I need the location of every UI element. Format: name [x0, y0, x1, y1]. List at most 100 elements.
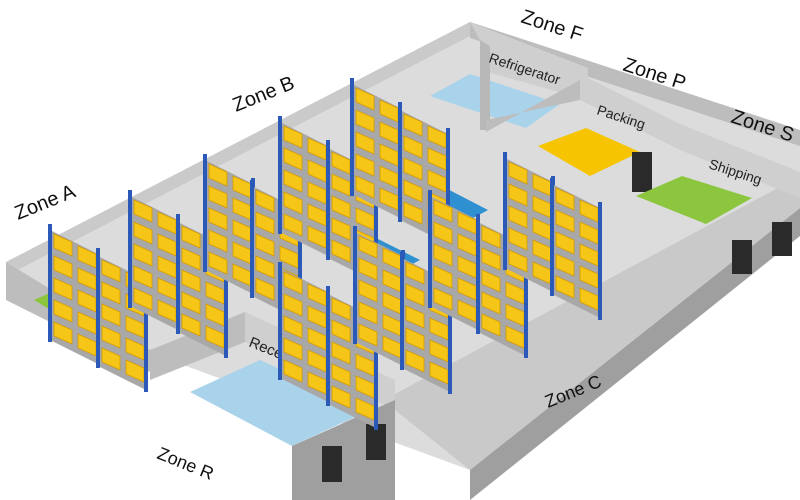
box [208, 163, 228, 187]
pallet-racks [48, 78, 602, 430]
box [405, 305, 425, 329]
rack-upright [128, 190, 132, 308]
rack-upright [144, 274, 148, 392]
box [355, 175, 375, 199]
rack-upright [598, 202, 602, 320]
rack-upright [224, 240, 228, 358]
box [133, 243, 153, 267]
box [133, 265, 153, 289]
rack-upright [446, 128, 450, 246]
box [555, 275, 575, 299]
dock-door-icon [732, 240, 752, 274]
box [101, 347, 121, 371]
pallet-rack-icon [400, 252, 452, 394]
box [208, 229, 228, 253]
box [181, 247, 201, 271]
box [283, 169, 303, 193]
receiving-floor [190, 360, 370, 446]
box [101, 325, 121, 349]
packing-room: Packing [486, 74, 680, 192]
box [433, 221, 453, 245]
box [481, 291, 501, 315]
box [255, 211, 275, 235]
box [283, 191, 303, 215]
front-wall-right [470, 208, 800, 500]
zone-a-label: Zone A [12, 180, 80, 224]
box [208, 207, 228, 231]
box [133, 221, 153, 245]
box [555, 209, 575, 233]
box [405, 261, 425, 285]
box [283, 271, 303, 295]
box [555, 231, 575, 255]
box [181, 313, 201, 337]
box [508, 205, 528, 229]
rack-upright [353, 226, 357, 344]
box [133, 199, 153, 223]
box [53, 321, 73, 345]
rack-upright [96, 250, 100, 368]
box [405, 349, 425, 373]
refrigerator-sidewall [480, 40, 490, 130]
rack-upright [550, 178, 554, 296]
box [355, 131, 375, 155]
rack-upright [524, 240, 528, 358]
box [331, 239, 351, 263]
box [53, 233, 73, 257]
dock-door-icon [366, 424, 386, 460]
shipping-wall [680, 124, 800, 198]
box [283, 125, 303, 149]
packing-wall [580, 74, 680, 150]
box [355, 109, 375, 133]
box [208, 185, 228, 209]
box [481, 247, 501, 271]
box [358, 257, 378, 281]
rack-upright [278, 116, 282, 234]
box [481, 225, 501, 249]
box [508, 249, 528, 273]
box [181, 291, 201, 315]
box [433, 199, 453, 223]
box [283, 147, 303, 171]
box [255, 189, 275, 213]
rack-upright [203, 154, 207, 272]
box [53, 299, 73, 323]
rack-upright [448, 276, 452, 394]
rack-upright [428, 190, 432, 308]
box [508, 161, 528, 185]
pallet-rack-icon [128, 190, 180, 332]
dock-door-icon [322, 446, 342, 482]
packing-floor [538, 128, 640, 176]
packing-sidewall [486, 80, 580, 132]
pallet-rack-icon [550, 178, 602, 320]
box [403, 179, 423, 203]
box [355, 87, 375, 111]
box [255, 277, 275, 301]
box [433, 243, 453, 267]
box [53, 277, 73, 301]
box [283, 337, 303, 361]
box [358, 301, 378, 325]
box [331, 297, 351, 321]
box [255, 255, 275, 279]
box [181, 269, 201, 293]
rack-upright [298, 204, 302, 322]
zone-f-label: Zone F [518, 6, 585, 47]
box [255, 233, 275, 257]
dock-door-icon [772, 222, 792, 256]
box [481, 313, 501, 337]
box [331, 363, 351, 387]
box [433, 265, 453, 289]
refrigerator-room: Refrigerator [430, 22, 588, 130]
box [355, 153, 375, 177]
rack-upright [398, 104, 402, 222]
pallet-rack-icon [203, 154, 255, 296]
box [331, 195, 351, 219]
refrigerator-floor [430, 74, 560, 128]
rack-upright [250, 180, 254, 298]
box [508, 227, 528, 251]
box [555, 187, 575, 211]
box [405, 327, 425, 351]
box [555, 253, 575, 277]
rack-upright [374, 312, 378, 430]
